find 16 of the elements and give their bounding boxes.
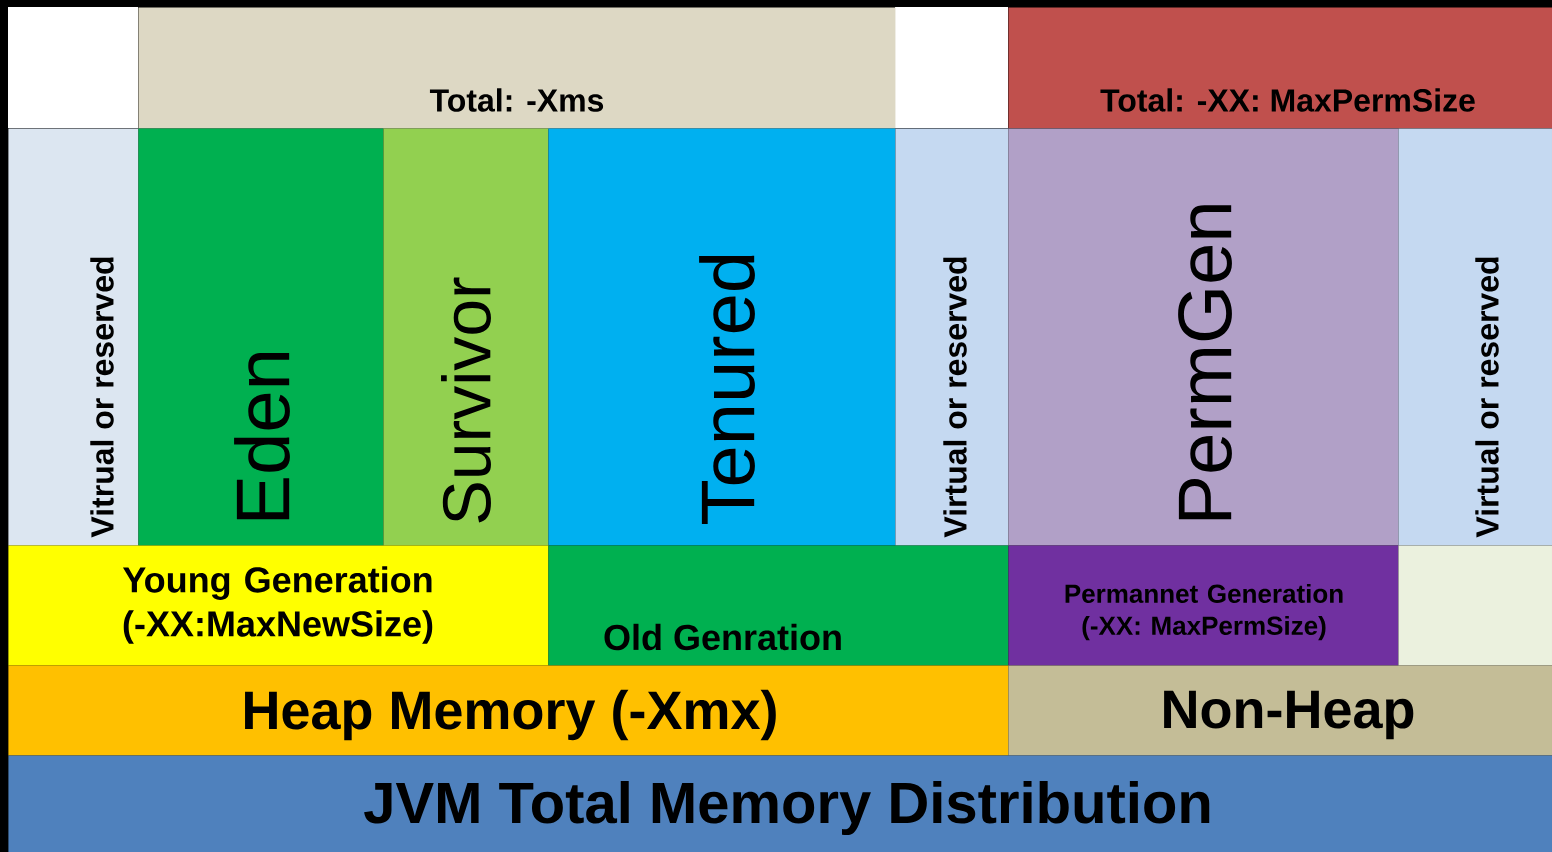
generation-box: Permannet Generation (-XX: MaxPermSize) [1008, 545, 1399, 666]
memory-column: PermGen [1008, 128, 1399, 546]
reserved-column: Vitrual or reserved [8, 128, 139, 546]
memory-band: Heap Memory (-Xmx) [8, 665, 1009, 756]
memory-column: Survivor [383, 128, 549, 546]
generation-box [1398, 545, 1552, 666]
size-band: Total: -XX: MaxPermSize [1008, 7, 1552, 129]
memory-band: Non-Heap [1008, 665, 1552, 756]
generation-box: Old Genration [548, 545, 1009, 666]
memory-column: Tenured [548, 128, 896, 546]
size-band: Total: -Xms [138, 7, 896, 129]
reserved-column: Virtual or reserved [1398, 128, 1552, 546]
title-band: JVM Total Memory Distribution [8, 755, 1552, 852]
generation-box: Young Generation (-XX:MaxNewSize) [8, 545, 549, 666]
memory-column: Eden [138, 128, 384, 546]
reserved-column: Virtual or reserved [895, 128, 1009, 546]
